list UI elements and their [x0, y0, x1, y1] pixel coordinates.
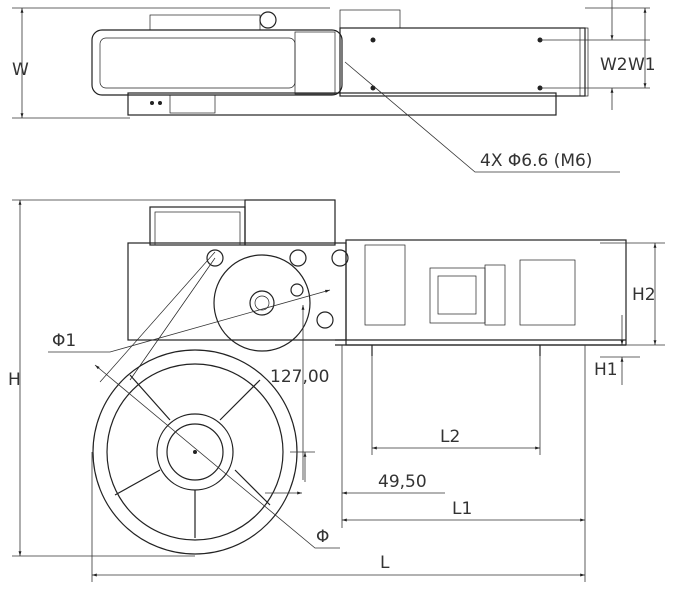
- hole-callout-leader: [344, 61, 620, 173]
- belt-wheel: [213, 254, 311, 352]
- length-label: L: [380, 553, 390, 573]
- h2-label: H2: [632, 285, 656, 305]
- belt-housing: [91, 29, 343, 96]
- vertical-offset-value: 127,00: [270, 367, 329, 387]
- main-frame: [127, 242, 347, 341]
- l1-label: L1: [452, 499, 472, 519]
- h1-label: H1: [594, 360, 618, 380]
- hole-callout: 4X Φ6.6 (M6): [480, 151, 592, 171]
- feeder-mechanism: [345, 239, 627, 346]
- reel-diameter-label: Φ: [316, 527, 329, 547]
- w1-label: W1: [628, 55, 656, 75]
- top-cover: [149, 206, 246, 246]
- wheel-diameter-label: Φ1: [52, 331, 76, 351]
- l2-label: L2: [440, 427, 460, 447]
- tape-reel: [92, 349, 298, 555]
- w2-label: W2: [600, 55, 628, 75]
- top-view: W W2 W1 4X Φ6.6 (M6): [12, 0, 656, 173]
- feeder-module: [339, 27, 586, 97]
- base-plate: [127, 92, 557, 116]
- horizontal-offset-value: 49,50: [378, 472, 427, 492]
- height-label: H: [8, 370, 21, 390]
- front-view: H H2 H1 Φ1 127,00 49,50 L2 L1 Φ: [8, 199, 665, 582]
- width-label: W: [12, 60, 29, 80]
- lifting-ring: [259, 11, 277, 29]
